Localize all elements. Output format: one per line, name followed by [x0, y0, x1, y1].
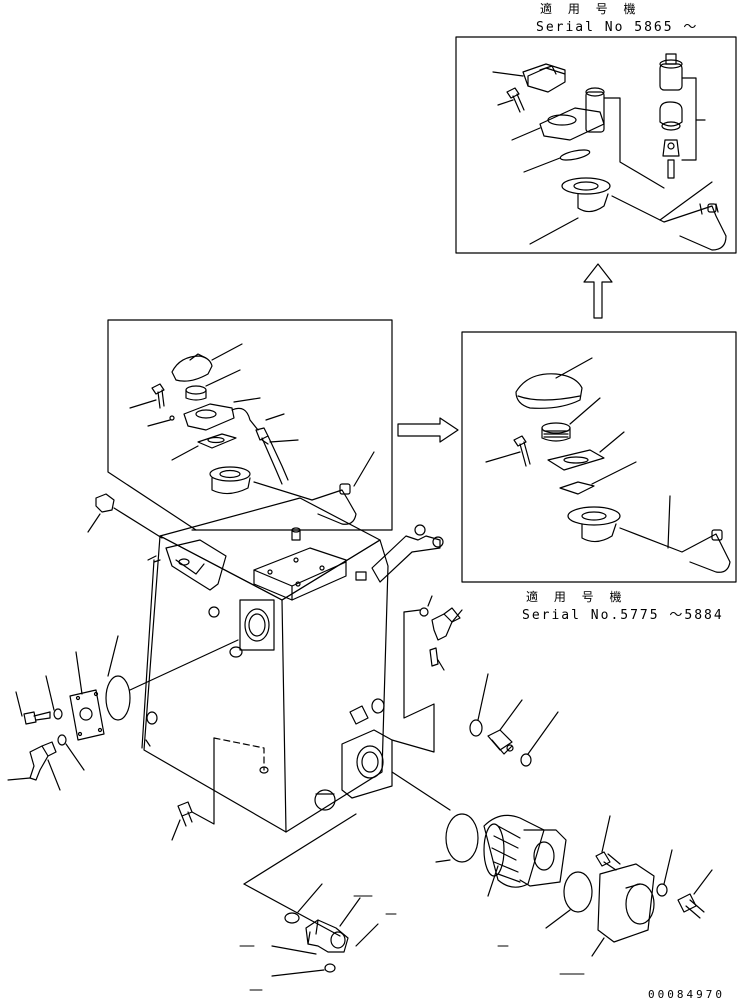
upgrade-arrow-up: [583, 263, 613, 319]
upper-inset-frame: [455, 36, 737, 254]
upper-inset-serial-range: Serial No 5865 ～: [536, 20, 699, 35]
lower-left-fitting: [171, 737, 215, 841]
drawing-code: 00084970: [648, 988, 725, 1001]
upper-inset-parts: [492, 53, 727, 251]
lower-inset-applies-label: 適 用 号 機: [526, 590, 628, 604]
lower-inset-serial-range: Serial No.5775 ～5884: [522, 608, 724, 623]
center-inset-parts: [129, 343, 375, 525]
upgrade-arrow-right: [397, 417, 459, 443]
filter-assembly: [391, 771, 713, 957]
hydraulic-tank-body: [141, 497, 444, 833]
lower-inset-frame: [461, 331, 737, 583]
lower-inset-parts: [485, 357, 731, 573]
left-cover-assembly: [7, 635, 239, 791]
drain-valve-assembly: [239, 813, 585, 991]
right-fittings: [391, 595, 559, 767]
upper-inset-applies-label: 適 用 号 機: [540, 2, 642, 16]
tank-connections: [87, 493, 197, 563]
